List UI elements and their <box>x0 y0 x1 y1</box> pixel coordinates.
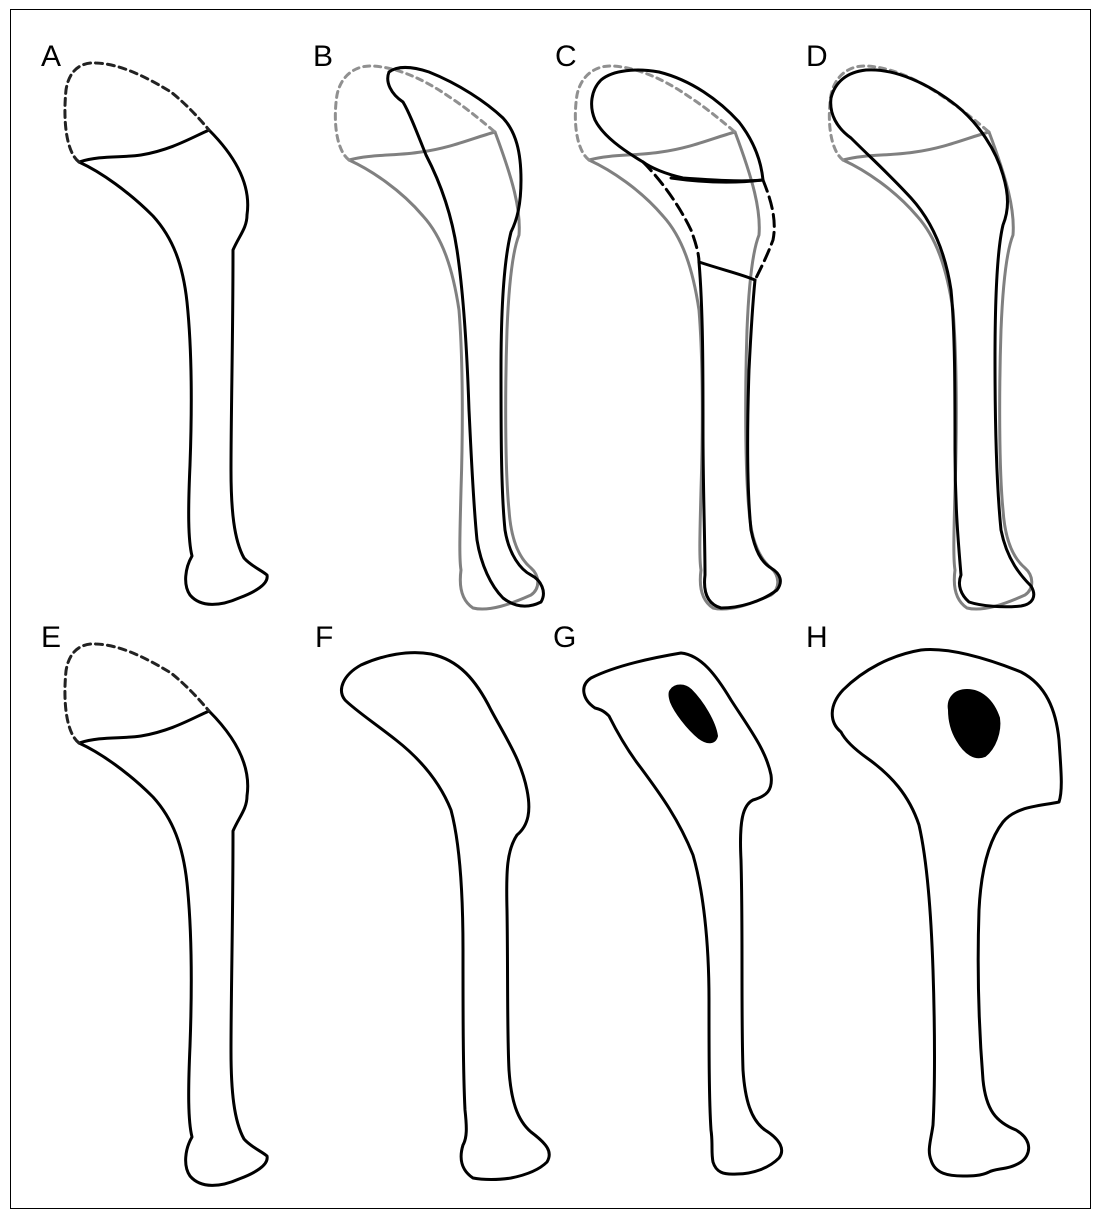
panel-label-e: E <box>41 623 61 653</box>
panel-e <box>65 644 267 1185</box>
panel-label-a: A <box>41 42 61 72</box>
panel-f <box>342 653 550 1180</box>
panel-label-c: C <box>555 42 577 72</box>
panel-c <box>575 66 780 609</box>
bone-outline-diagram <box>11 10 1092 1210</box>
panel-label-f: F <box>315 623 333 653</box>
panel-d <box>829 66 1033 609</box>
panel-label-g: G <box>553 623 576 653</box>
panel-g <box>584 653 782 1174</box>
panel-h <box>832 650 1061 1176</box>
panel-a <box>65 63 267 604</box>
panel-label-d: D <box>806 42 828 72</box>
dark-spot-g <box>670 686 718 743</box>
figure-frame: A B C D E F G H <box>10 9 1091 1209</box>
dark-spot-h <box>949 690 1000 757</box>
panel-label-b: B <box>313 42 333 72</box>
panel-label-h: H <box>806 623 828 653</box>
panel-b <box>335 66 543 609</box>
